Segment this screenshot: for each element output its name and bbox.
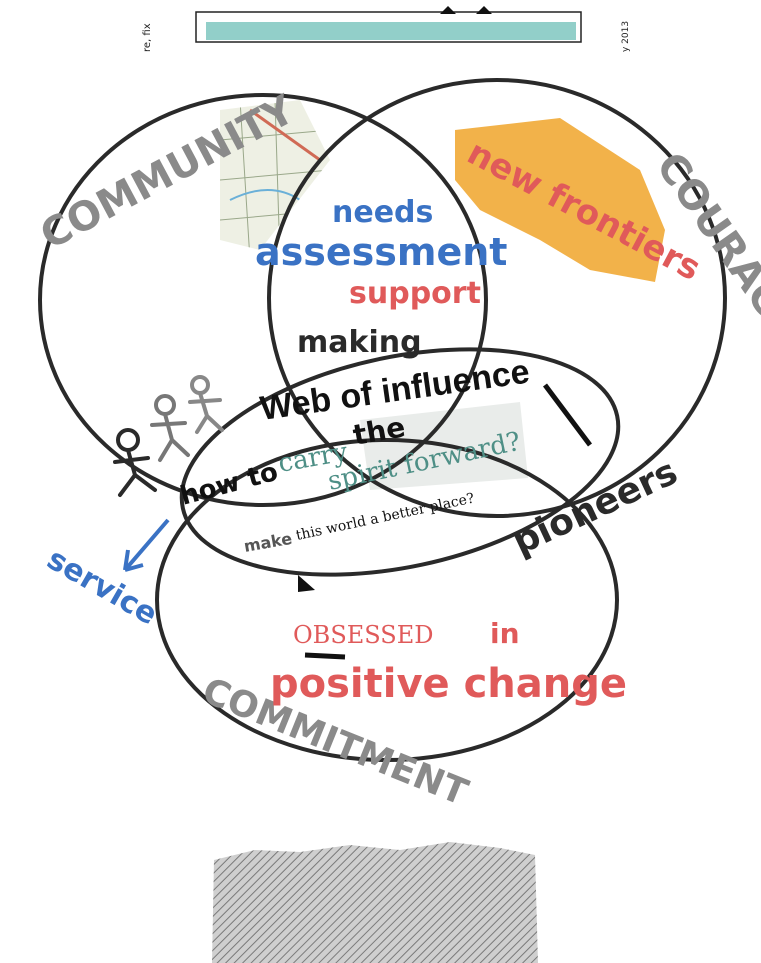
needs-text: needs [332, 195, 433, 230]
pioneers-stroke [543, 383, 592, 447]
header-left-fragment: re, fix [142, 23, 153, 52]
make-text: make [242, 529, 293, 556]
stick-figure-1 [113, 428, 157, 497]
center-circle [179, 347, 621, 577]
stick-figures [113, 375, 224, 497]
obsessed-text: OBSESSED [293, 621, 434, 649]
commitment-circle [155, 438, 619, 762]
stick-figure-3 [188, 375, 224, 434]
small-scribble [304, 652, 346, 660]
orange-paper-piece [455, 118, 665, 282]
in-text: in [490, 617, 520, 650]
courage-circle [267, 78, 727, 518]
header-right-fragment: y 2013 [621, 21, 631, 52]
header-clipping [195, 6, 582, 43]
header-marks [440, 6, 492, 14]
hatched-paper-piece [212, 842, 538, 963]
pioneers-text: pioneers [506, 451, 683, 563]
positive-change-text: positive change [270, 661, 627, 707]
community-circle [38, 93, 488, 507]
venn-circles [38, 78, 727, 762]
small-black-mark [298, 575, 315, 592]
teal-bar [206, 22, 576, 40]
assessment-text: assessment [255, 230, 507, 274]
support-text: support [349, 276, 481, 311]
making-text: making [297, 325, 422, 360]
stick-figure-2 [150, 394, 190, 462]
service-arrow [123, 518, 170, 572]
service-text: service [41, 542, 163, 633]
